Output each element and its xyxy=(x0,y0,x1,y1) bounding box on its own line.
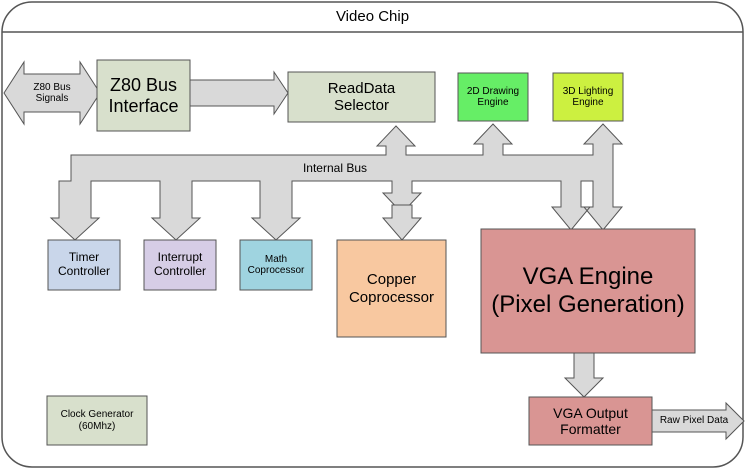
vga-engine-to-output-arrow xyxy=(563,352,605,398)
timer-controller-label: Timer Controller xyxy=(57,250,111,278)
copper-coprocessor-label: Copper Coprocessor xyxy=(348,271,435,306)
interrupt-controller-box xyxy=(143,239,217,291)
clock-generator-box xyxy=(46,395,148,446)
vga-output-formatter-label: VGA Output Formatter xyxy=(553,404,628,437)
interrupt-controller-label: Interrupt Controller xyxy=(153,250,207,278)
raw-pixel-data-label: Raw Pixel Data xyxy=(659,415,729,427)
drawing-2d-box xyxy=(457,72,529,122)
chip-title: Video Chip xyxy=(335,8,410,26)
vga-engine-box xyxy=(480,228,696,354)
internal-bus-label: Internal Bus xyxy=(302,161,368,176)
readdata-selector-label: ReadData Selector xyxy=(327,79,396,114)
lighting-3d-box xyxy=(552,72,624,122)
clock-generator-label: Clock Generator (60Mhz) xyxy=(60,409,134,432)
raw-pixel-data-arrow xyxy=(651,401,745,441)
vga-engine-label: VGA Engine (Pixel Generation) xyxy=(491,263,685,318)
interface-to-readdata-arrow xyxy=(189,70,289,116)
readdata-selector-box xyxy=(287,71,436,123)
copper-bus-arrowhead xyxy=(381,204,423,241)
z80-bus-interface-label: Z80 Bus Interface xyxy=(108,74,179,116)
vga-output-formatter-box xyxy=(528,396,653,446)
math-coprocessor-box xyxy=(239,239,313,291)
drawing-2d-label: 2D Drawing Engine xyxy=(466,85,520,109)
lighting-3d-label: 3D Lighting Engine xyxy=(562,85,614,109)
internal-bus xyxy=(49,123,624,241)
z80-bus-interface-box xyxy=(96,59,191,132)
z80-bus-signals-label: Z80 Bus Signals xyxy=(33,81,71,105)
math-coprocessor-label: Math Coprocessor xyxy=(247,253,305,277)
timer-controller-box xyxy=(47,239,121,291)
copper-coprocessor-box xyxy=(336,239,447,338)
